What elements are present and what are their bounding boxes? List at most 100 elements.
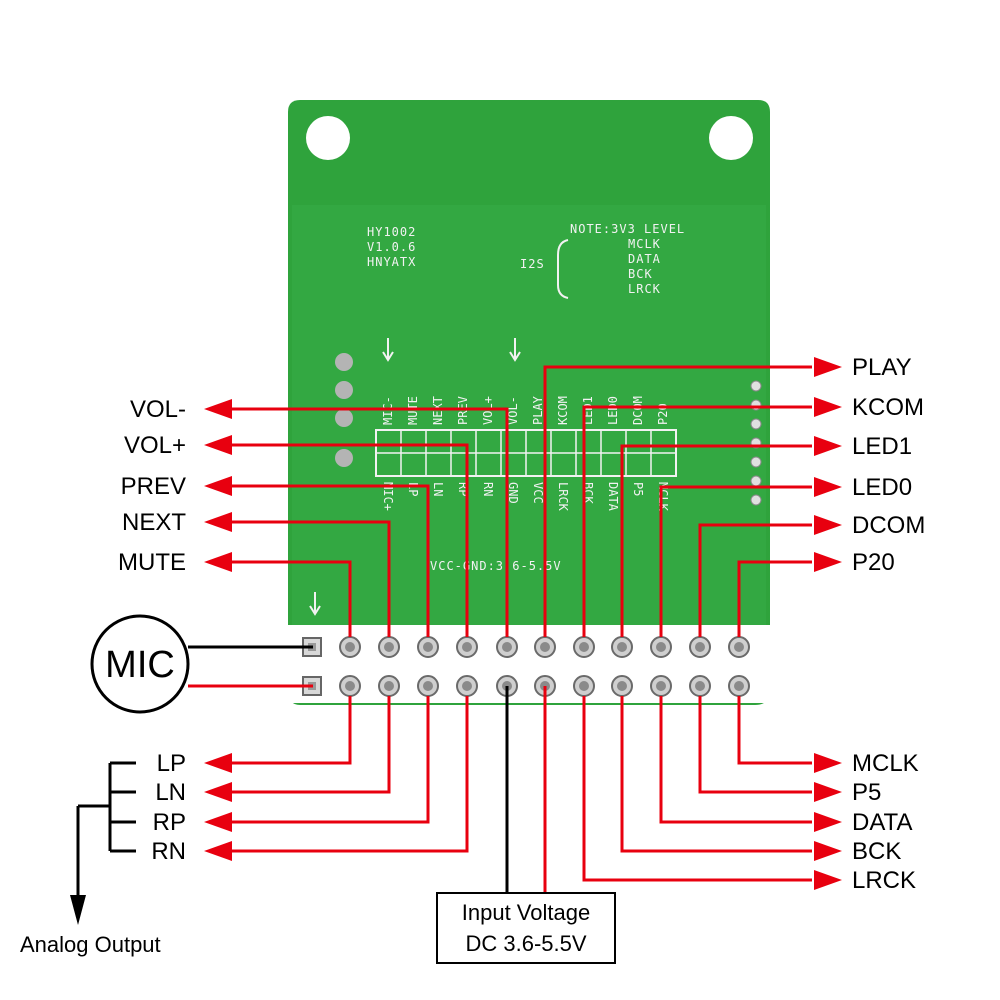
side-pads bbox=[750, 380, 762, 506]
wire-right-bottom-4 bbox=[582, 696, 812, 882]
header-pins bbox=[302, 636, 750, 697]
arrow-left-top bbox=[204, 399, 232, 419]
silk-grid bbox=[376, 430, 676, 476]
header-pin-hole bbox=[734, 681, 744, 691]
header-pin-hole bbox=[502, 642, 512, 652]
silk-note: NOTE:3V3 LEVEL bbox=[570, 222, 685, 236]
arrow-left-top bbox=[204, 552, 232, 572]
arrow-right-bottom bbox=[814, 841, 842, 861]
silk-arrow-2 bbox=[509, 338, 521, 362]
analog-output-label: Analog Output bbox=[20, 932, 161, 957]
header-pin-hole bbox=[617, 681, 627, 691]
silk-i2s-lrck: LRCK bbox=[628, 282, 661, 296]
header-pin-hole bbox=[540, 642, 550, 652]
wire-right-top-4 bbox=[698, 523, 812, 637]
arrow-left-bottom bbox=[204, 782, 232, 802]
silk-top-pin: KCOM bbox=[556, 396, 570, 425]
arrow-right-top bbox=[814, 515, 842, 535]
silk-i2s-data: DATA bbox=[628, 252, 661, 266]
silk-bottom-pin: RN bbox=[481, 482, 495, 496]
wire-right-bottom-1 bbox=[698, 696, 812, 794]
side-pad bbox=[750, 418, 762, 430]
label-right-top-1: KCOM bbox=[852, 394, 924, 421]
label-left-top-3: NEXT bbox=[122, 509, 186, 536]
silk-top-pin: VOL- bbox=[506, 396, 520, 425]
silk-arrow-3 bbox=[309, 592, 321, 616]
analog-output-bracket: Analog Output bbox=[20, 761, 161, 957]
wire-right-top-5 bbox=[737, 560, 812, 637]
wire-left-top-2 bbox=[212, 484, 430, 637]
arrow-left-top bbox=[204, 512, 232, 532]
arrow-left-bottom bbox=[204, 841, 232, 861]
wire-right-top-2 bbox=[620, 444, 812, 637]
silk-version: V1.0.6 bbox=[367, 240, 416, 254]
header-pin-hole bbox=[656, 642, 666, 652]
label-right-top-0: PLAY bbox=[852, 354, 912, 381]
label-right-bottom-2: DATA bbox=[852, 809, 912, 836]
arrow-right-bottom bbox=[814, 782, 842, 802]
wire-right-bottom-3 bbox=[620, 696, 812, 853]
arrow-right-bottom bbox=[814, 870, 842, 890]
input-voltage-box: Input Voltage DC 3.6-5.5V bbox=[436, 686, 616, 964]
silk-model: HY1002 bbox=[367, 225, 416, 239]
header-pin-hole bbox=[384, 642, 394, 652]
arrow-right-bottom bbox=[814, 753, 842, 773]
label-right-bottom-0: MCLK bbox=[852, 750, 919, 777]
label-right-top-4: DCOM bbox=[852, 512, 925, 539]
mic-label: MIC bbox=[105, 644, 175, 686]
silk-bottom-pin: VCC bbox=[531, 482, 545, 504]
header-pin-hole bbox=[695, 642, 705, 652]
mount-hole-left bbox=[306, 116, 350, 160]
label-left-top-2: PREV bbox=[121, 473, 186, 500]
label-left-bottom-0: LP bbox=[157, 750, 186, 777]
silk-top-pin: VOL+ bbox=[481, 396, 495, 425]
wire-left-bottom-3 bbox=[232, 696, 469, 853]
arrow-right-top bbox=[814, 436, 842, 456]
header-pin-hole bbox=[695, 681, 705, 691]
silk-top-pin: DCOM bbox=[631, 396, 645, 425]
silk-bottom-pin: GND bbox=[506, 482, 520, 504]
header-pin-hole bbox=[423, 642, 433, 652]
wire-right-top-0 bbox=[543, 365, 812, 637]
label-right-bottom-3: BCK bbox=[852, 838, 901, 865]
silk-i2s-mclk: MCLK bbox=[628, 237, 661, 251]
header-pin-hole bbox=[617, 642, 627, 652]
mic-symbol: MIC bbox=[90, 614, 313, 714]
silk-top-pin: MIC- bbox=[381, 396, 395, 425]
header-pin-hole bbox=[423, 681, 433, 691]
label-right-top-3: LED0 bbox=[852, 474, 912, 501]
label-left-bottom-1: LN bbox=[155, 779, 186, 806]
wire-left-top-3 bbox=[212, 520, 391, 637]
arrow-left-top bbox=[204, 476, 232, 496]
silk-top-pin: PLAY bbox=[531, 395, 545, 425]
silk-i2s: I2S bbox=[520, 257, 545, 271]
side-pad bbox=[750, 380, 762, 392]
wire-right-top-1 bbox=[582, 405, 812, 637]
side-pad bbox=[750, 494, 762, 506]
side-pad bbox=[750, 456, 762, 468]
input-voltage-line2: DC 3.6-5.5V bbox=[465, 931, 586, 956]
label-right-bottom-1: P5 bbox=[852, 779, 881, 806]
wire-left-bottom-1 bbox=[232, 696, 391, 794]
wire-right-top-3 bbox=[659, 485, 812, 637]
header-pin-hole bbox=[345, 642, 355, 652]
silk-bottom-pin: LN bbox=[431, 482, 445, 496]
label-left-bottom-2: RP bbox=[153, 809, 186, 836]
silk-top-pin: NEXT bbox=[431, 396, 445, 425]
silk-bottom-pin: LRCK bbox=[556, 482, 570, 512]
header-pin-hole bbox=[462, 642, 472, 652]
silk-bottom-pin: LP bbox=[406, 482, 420, 496]
silk-top-pin: LED0 bbox=[606, 396, 620, 425]
label-right-bottom-4: LRCK bbox=[852, 867, 916, 894]
silk-bottom-pin: DATA bbox=[606, 482, 620, 512]
wire-left-bottom-0 bbox=[232, 696, 352, 765]
arrow-right-top bbox=[814, 552, 842, 572]
wire-left-bottom-2 bbox=[232, 696, 430, 824]
header-pin-hole bbox=[384, 681, 394, 691]
arrow-left-bottom bbox=[204, 753, 232, 773]
silk-top-pin: PREV bbox=[456, 396, 470, 425]
arrow-right-top bbox=[814, 357, 842, 377]
side-pad bbox=[750, 475, 762, 487]
